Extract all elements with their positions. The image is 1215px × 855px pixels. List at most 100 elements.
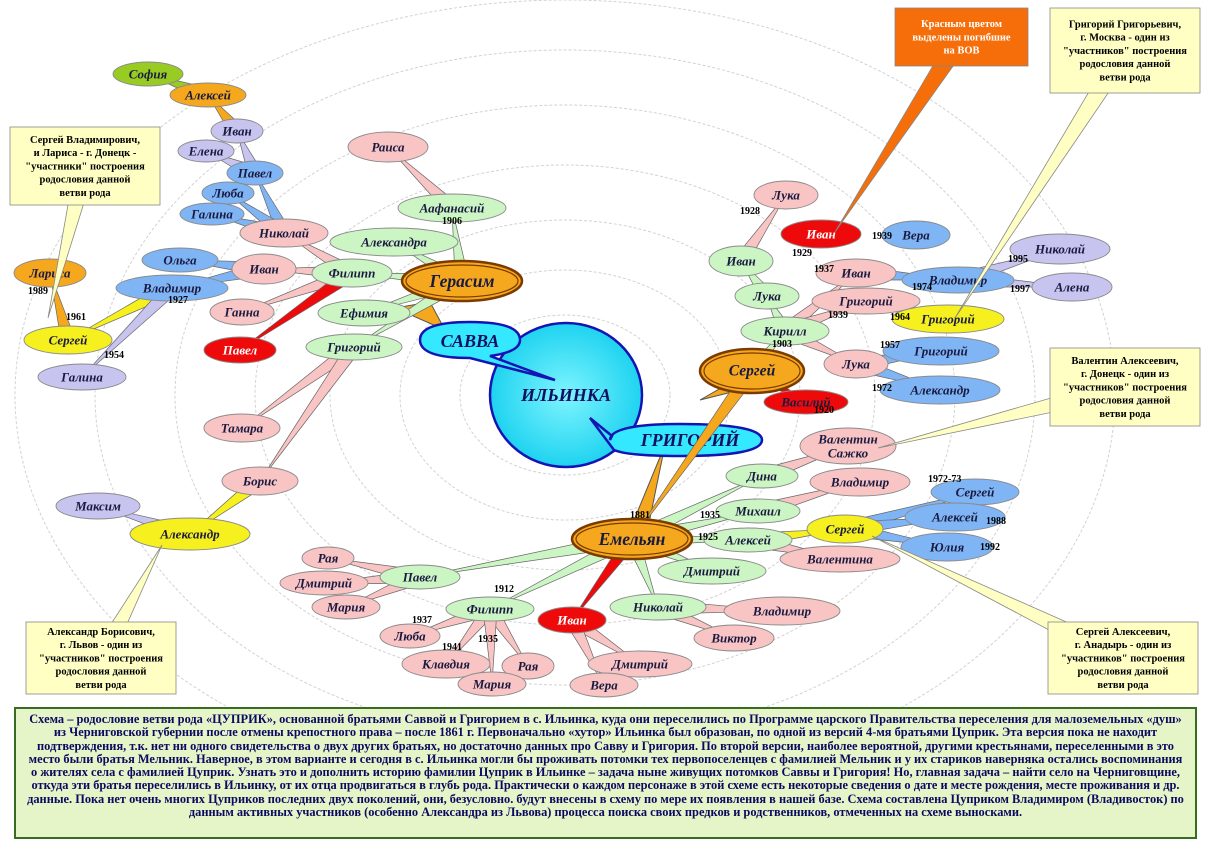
person-node-aleksandra[interactable]: Александра (329, 227, 459, 257)
person-name-elena_tl: Елена (188, 144, 224, 159)
person-node-grigoriy_b[interactable]: Григорий (882, 336, 1000, 366)
person-node-ganna[interactable]: Ганна (209, 298, 275, 326)
person-node-nikolay_tl[interactable]: Николай (239, 218, 329, 248)
person-node-galina_tl[interactable]: Галина (179, 202, 245, 226)
person-node-lyuba_f[interactable]: Люба (379, 623, 441, 649)
person-node-larisa[interactable]: Лариса (13, 258, 87, 288)
person-node-sergey_mid[interactable]: Сергей (698, 347, 806, 395)
person-node-dina[interactable]: Дина (725, 463, 799, 489)
year-y1881: 1881 (630, 510, 650, 521)
person-node-efimiya[interactable]: Ефимия (317, 299, 411, 327)
person-node-yulia[interactable]: Юлия (900, 532, 994, 562)
person-nodes: ГерасимСергейЕмельянСофияАлексейИванЕлен… (13, 61, 1113, 698)
year-y1997: 1997 (1010, 284, 1030, 295)
person-node-boris[interactable]: Борис (221, 466, 299, 496)
person-node-emelyan[interactable]: Емельян (570, 517, 694, 561)
center-label: ИЛЬИНКА (520, 385, 611, 405)
person-name-vladimir_n: Владимир (752, 604, 812, 619)
person-name-aleksey_em: Алексей (724, 533, 771, 548)
person-node-viktor[interactable]: Виктор (693, 624, 775, 652)
person-node-luka_r[interactable]: Лука (734, 282, 800, 310)
person-name-aleksandr_bl: Александр (159, 527, 220, 542)
person-node-raisa[interactable]: Раиса (347, 131, 429, 163)
person-node-luka_r2[interactable]: Лука (823, 349, 889, 379)
year-y1995: 1995 (1008, 254, 1028, 265)
person-name-maksim: Максим (74, 499, 121, 514)
person-name-ivan_red_b: Иван (556, 613, 587, 628)
person-node-ivan_red_b[interactable]: Иван (537, 606, 607, 634)
person-node-ivan_fil[interactable]: Иван (231, 253, 297, 285)
person-node-lyuba_tl[interactable]: Люба (201, 181, 255, 205)
person-name-grigoriy_l: Григорий (326, 340, 380, 355)
person-node-nikolay_r[interactable]: Николай (1009, 233, 1111, 265)
person-node-pavel_em[interactable]: Павел (379, 564, 461, 590)
person-node-dmitriy_p[interactable]: Дмитрий (279, 570, 369, 596)
callout-aleksandr_lvov: Александр Борисович,г. Львов - один из"у… (25, 544, 177, 695)
person-node-tamara[interactable]: Тамара (203, 413, 281, 443)
person-node-filipp_top[interactable]: Филипп (311, 258, 393, 288)
person-name-kirill: Кирилл (762, 324, 806, 339)
person-node-valentina[interactable]: Валентина (779, 545, 901, 573)
person-name-luka_r: Лука (752, 289, 781, 304)
hub-grigoriy[interactable]: ГРИГОРИЙ (589, 417, 764, 458)
person-node-ivan_red_r[interactable]: Иван (780, 219, 862, 249)
person-node-ivan_r[interactable]: Иван (708, 245, 774, 277)
callout-valentin_donetsk-line-0: Валентин Алексеевич, (1071, 356, 1179, 367)
person-node-ivan_tl[interactable]: Иван (210, 118, 264, 144)
person-node-alena[interactable]: Алена (1031, 272, 1113, 302)
person-name-vladimir_l: Владимир (142, 281, 202, 296)
person-node-olga[interactable]: Ольга (141, 247, 219, 273)
person-node-kirill[interactable]: Кирилл (740, 316, 830, 346)
person-node-dmitriy_i[interactable]: Дмитрий (587, 650, 693, 678)
person-node-mariya_f[interactable]: Мария (457, 671, 527, 697)
person-node-pavel_tl[interactable]: Павел (226, 160, 284, 186)
person-node-vladimir_l[interactable]: Владимир (115, 274, 229, 302)
person-node-aleksey_em[interactable]: Алексей (703, 527, 793, 553)
person-name-tamara: Тамара (221, 421, 264, 436)
person-node-aleksandr_r[interactable]: Александр (879, 375, 1001, 405)
person-node-luka_top[interactable]: Лука (753, 180, 819, 210)
person-node-gerasim[interactable]: Герасим (400, 259, 524, 303)
person-node-sofia[interactable]: София (112, 61, 184, 87)
person-node-aleksey_b[interactable]: Алексей (904, 502, 1006, 532)
person-node-nikolay_em[interactable]: Николай (609, 593, 707, 621)
person-node-vasiliy[interactable]: Василий (763, 389, 849, 415)
person-node-raya_p[interactable]: Рая (301, 546, 355, 570)
person-node-vera_r[interactable]: Вера (881, 220, 951, 250)
person-name-ivan_tl: Иван (221, 124, 252, 139)
person-node-grigoriy_l[interactable]: Григорий (305, 333, 403, 361)
person-node-aleksandr_bl[interactable]: Александр (129, 517, 251, 551)
person-node-vladimir_n[interactable]: Владимир (723, 596, 841, 626)
year-labels: 1906192719611989195419281939193719951997… (28, 206, 1030, 653)
person-node-vladimir_r[interactable]: Владимир (901, 266, 1015, 294)
person-name-grigoriy_y: Григорий (920, 312, 974, 327)
hub-savva[interactable]: САВВА (418, 320, 556, 382)
person-node-vera_i[interactable]: Вера (569, 672, 639, 698)
person-node-galina_l[interactable]: Галина (37, 363, 127, 391)
callout-grigoriy_moscow-line-4: ветви рода (1099, 72, 1151, 83)
callout-sergey_anadyr-line-1: г. Анадырь - один из (1075, 640, 1172, 651)
person-node-sergey_b[interactable]: Сергей (930, 478, 1020, 506)
person-node-grigoriy_r[interactable]: Григорий (811, 287, 921, 315)
person-node-filipp_em[interactable]: Филипп (445, 596, 535, 622)
person-node-klavdiya[interactable]: Клавдия (401, 649, 491, 679)
person-node-grigoriy_y[interactable]: Григорий (891, 304, 1005, 334)
person-node-aleksey_tl[interactable]: Алексей (169, 82, 247, 108)
callout-valentin_donetsk-line-1: г. Донецк - один из (1081, 369, 1169, 380)
person-node-sergey_l[interactable]: Сергей (23, 325, 113, 355)
person-node-ivan_r2[interactable]: Иван (815, 258, 897, 288)
person-node-pavel_red[interactable]: Павел (203, 336, 277, 364)
person-node-raya_f[interactable]: Рая (501, 652, 555, 680)
person-node-dmitriy_em[interactable]: Дмитрий (657, 557, 767, 585)
person-node-mariya_p[interactable]: Мария (311, 594, 381, 620)
person-node-vladimir_em[interactable]: Владимир (809, 467, 911, 497)
person-name-vera_r: Вера (901, 228, 930, 243)
person-node-sergey_y[interactable]: Сергей (806, 514, 884, 544)
person-name-valentin-1: Сажко (828, 446, 869, 461)
person-node-aafanasiy[interactable]: Аафанасий (397, 193, 507, 223)
person-node-maksim[interactable]: Максим (55, 492, 141, 520)
person-node-elena_tl[interactable]: Елена (177, 139, 235, 163)
person-node-mikhail[interactable]: Михаил (715, 498, 801, 524)
person-name-gerasim: Герасим (429, 271, 495, 291)
